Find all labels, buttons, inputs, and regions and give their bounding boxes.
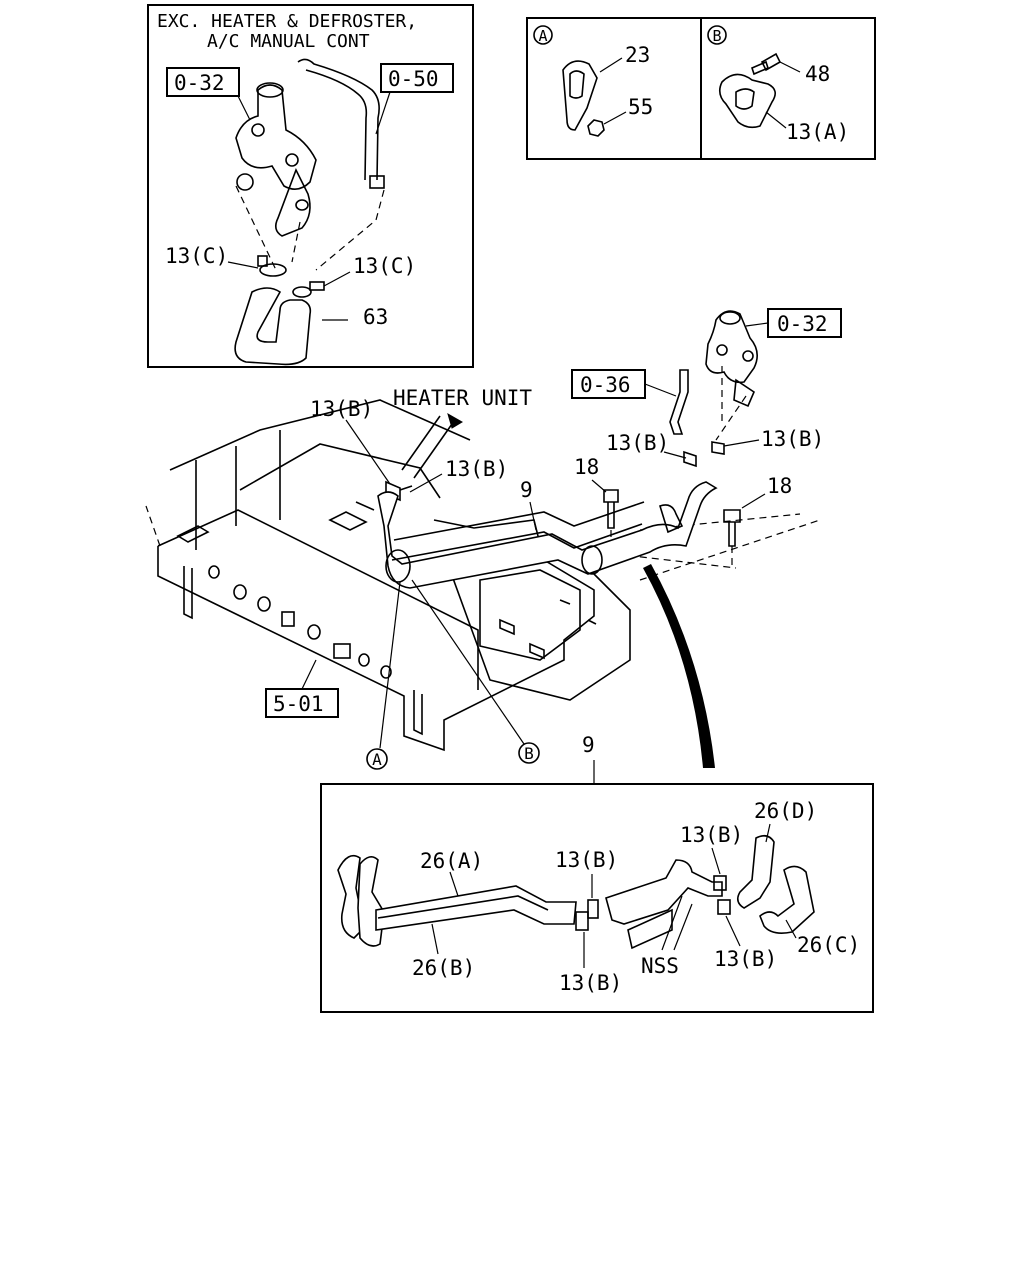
ref-label-0-32[interactable]: 0-32 <box>174 71 225 95</box>
ref-label-0-50[interactable]: 0-50 <box>388 67 439 91</box>
hose-63[interactable] <box>234 287 312 366</box>
ref-label-engine[interactable]: 0-32 <box>777 312 828 336</box>
heater-unit-label[interactable]: HEATER UNIT <box>393 386 532 410</box>
clamp-13c-right[interactable] <box>292 286 312 298</box>
leader-0-32 <box>237 95 251 121</box>
ref-box-0-50[interactable] <box>380 63 454 93</box>
callout-b-circle[interactable] <box>518 742 540 764</box>
nut-55[interactable] <box>587 119 605 137</box>
label-13c-right[interactable]: 13(C) <box>353 254 416 278</box>
thermostat-housing <box>235 82 317 237</box>
bolt-18-left[interactable] <box>603 489 619 529</box>
bolt-18-right[interactable] <box>723 509 741 547</box>
label-63[interactable]: 63 <box>363 305 388 329</box>
label-bolt-18-right[interactable]: 18 <box>767 474 792 498</box>
clamp-13b-top-right[interactable] <box>713 875 727 891</box>
callout-b[interactable]: B <box>524 744 534 763</box>
label-26a[interactable]: 26(A) <box>420 849 483 873</box>
label-26b[interactable]: 26(B) <box>412 956 475 980</box>
inset-frame <box>147 4 474 368</box>
clamp-13a[interactable] <box>718 73 776 129</box>
bypass-pipe <box>297 58 385 189</box>
pipe-0-36 <box>669 369 689 435</box>
label-pipe-9[interactable]: 9 <box>520 478 533 502</box>
label-13b-top-mid[interactable]: 13(B) <box>555 848 618 872</box>
clamps-13b-main[interactable] <box>385 441 725 502</box>
ref-label-0-36[interactable]: 0-36 <box>580 373 631 397</box>
label-nss[interactable]: NSS <box>641 954 679 978</box>
label-13b-bottom-mid[interactable]: 13(B) <box>559 971 622 995</box>
label-23[interactable]: 23 <box>625 43 650 67</box>
ref-box-0-32[interactable] <box>166 67 240 97</box>
ref-label-5-01[interactable]: 5-01 <box>273 692 324 716</box>
label-clamp-13b-4[interactable]: 13(B) <box>761 427 824 451</box>
inset-exc-heater: EXC. HEATER & DEFROSTER, A/C MANUAL CONT… <box>147 4 474 368</box>
marker-b-circle <box>707 25 727 45</box>
heater-pipe-assembly[interactable] <box>377 481 718 589</box>
hose-26c[interactable] <box>759 865 815 934</box>
marker-b: B <box>712 27 721 45</box>
hose-26a-26b[interactable] <box>375 885 577 931</box>
hose-26d[interactable] <box>736 834 775 909</box>
label-48[interactable]: 48 <box>805 62 830 86</box>
inset-pipe-detail: 9 26(A) 26(B) 13(B) 13(B) 13(B) 13(B) NS… <box>320 733 874 1013</box>
inset-clip-details: A B 23 55 48 13(A) <box>526 17 876 160</box>
label-clamp-13b-3[interactable]: 13(B) <box>606 431 669 455</box>
marker-a-circle <box>533 25 553 45</box>
inset-header-line1: EXC. HEATER & DEFROSTER, <box>157 11 417 32</box>
label-13c-left[interactable]: 13(C) <box>165 244 228 268</box>
clamp-13b-top-mid[interactable] <box>587 899 599 919</box>
marker-a: A <box>538 27 547 45</box>
label-26c[interactable]: 26(C) <box>797 933 860 957</box>
clip-23[interactable] <box>562 60 598 131</box>
inset-header-line2: A/C MANUAL CONT <box>207 31 370 52</box>
label-bolt-18-left[interactable]: 18 <box>574 455 599 479</box>
callout-a[interactable]: A <box>372 750 382 769</box>
label-13b-bottom-right[interactable]: 13(B) <box>714 947 777 971</box>
label-26d[interactable]: 26(D) <box>754 799 817 823</box>
detail-arrow <box>643 564 715 768</box>
label-clamp-13b-2[interactable]: 13(B) <box>445 457 508 481</box>
main-assembly: 0-32 0-36 HEATER UNIT 13(B) 13(B) 13(B) … <box>145 308 842 770</box>
engine-thermostat <box>705 310 758 408</box>
label-13a[interactable]: 13(A) <box>786 120 849 144</box>
inset-bottom-frame <box>320 783 874 1013</box>
clamp-13b-bottom-right[interactable] <box>717 899 731 915</box>
clamp-13c-left[interactable] <box>259 263 287 277</box>
leader-0-50 <box>375 91 391 135</box>
callout-a-circle[interactable] <box>366 748 388 770</box>
label-inset-pipe-9[interactable]: 9 <box>582 733 595 757</box>
pipe-bracket-nss[interactable] <box>605 859 723 925</box>
bolt-48[interactable] <box>751 52 782 76</box>
label-55[interactable]: 55 <box>628 95 653 119</box>
label-13b-top-right[interactable]: 13(B) <box>680 823 743 847</box>
clamp-13b-bottom-mid[interactable] <box>575 911 589 931</box>
